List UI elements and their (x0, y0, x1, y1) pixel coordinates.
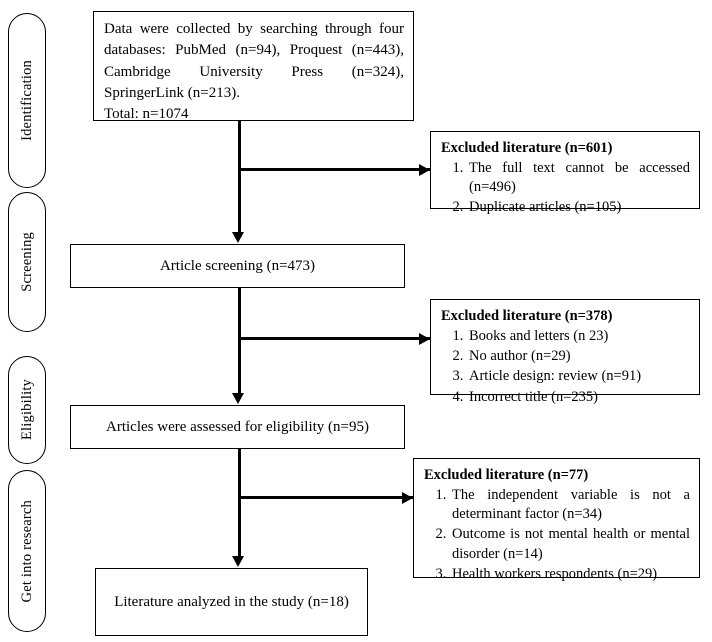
stage-pill-get-into-research: Get into research (8, 470, 46, 632)
excluded-1-list: The full text cannot be accessed (n=496)… (441, 159, 690, 218)
arrowhead-down-to-screening (232, 232, 244, 243)
stage-label-identification: Identification (18, 60, 35, 141)
arrowhead-down-to-included (232, 556, 244, 567)
excluded-1-item-1: The full text cannot be accessed (n=496) (467, 159, 690, 198)
excluded-3-item-1: The independent variable is not a determ… (450, 486, 690, 525)
excluded-1-title: Excluded literature (n=601) (441, 140, 613, 156)
box-eligibility-assessment: Articles were assessed for eligibility (… (70, 405, 405, 449)
excluded-2-item-1: Books and letters (n 23) (467, 327, 690, 346)
excluded-3-item-3: Health workers respondents (n=29) (450, 565, 690, 584)
connector-vertical-screening-to-eligibility (238, 288, 241, 394)
data-sources-total: Total: n=1074 (104, 106, 189, 123)
excluded-2-item-3: Article design: review (n=91) (467, 367, 690, 386)
literature-analyzed-label: Literature analyzed in the study (n=18) (114, 593, 349, 610)
excluded-2-title: Excluded literature (n=378) (441, 308, 613, 324)
connector-horizontal-to-excluded-1 (238, 168, 430, 171)
box-data-sources: Data were collected by searching through… (93, 11, 414, 122)
arrowhead-down-to-eligibility (232, 393, 244, 404)
box-excluded-literature-3: Excluded literature (n=77) The independe… (413, 458, 700, 582)
excluded-3-title: Excluded literature (n=77) (424, 467, 589, 483)
stage-label-get-into-research: Get into research (18, 499, 35, 603)
connector-vertical-eligibility-to-included (238, 449, 241, 557)
excluded-3-item-2: Outcome is not mental health or mental d… (450, 525, 690, 564)
stage-pill-identification: Identification (8, 13, 46, 188)
excluded-2-item-2: No author (n=29) (467, 347, 690, 366)
arrowhead-right-to-excluded-1 (419, 163, 430, 176)
connector-horizontal-to-excluded-3 (238, 496, 413, 499)
stage-pill-eligibility: Eligibility (8, 356, 46, 464)
excluded-2-list: Books and letters (n 23) No author (n=29… (441, 327, 690, 407)
box-excluded-literature-1: Excluded literature (n=601) The full tex… (430, 131, 700, 215)
stage-label-screening: Screening (18, 232, 35, 292)
box-article-screening: Article screening (n=473) (70, 244, 405, 288)
connector-horizontal-to-excluded-2 (238, 337, 430, 340)
excluded-1-item-2: Duplicate articles (n=105) (467, 198, 690, 217)
arrowhead-right-to-excluded-2 (419, 332, 430, 345)
article-screening-label: Article screening (n=473) (159, 257, 316, 274)
excluded-2-item-4: Incorrect title (n=235) (467, 388, 690, 407)
stage-label-eligibility: Eligibility (18, 379, 35, 441)
excluded-3-list: The independent variable is not a determ… (424, 486, 690, 584)
arrowhead-right-to-excluded-3 (402, 491, 413, 504)
data-sources-text: Data were collected by searching through… (104, 21, 404, 101)
box-excluded-literature-2: Excluded literature (n=378) Books and le… (430, 299, 700, 405)
eligibility-assessment-label: Articles were assessed for eligibility (… (106, 418, 369, 435)
connector-vertical-sources-to-screening (238, 121, 241, 233)
stage-pill-screening: Screening (8, 192, 46, 332)
box-literature-analyzed: Literature analyzed in the study (n=18) (95, 568, 368, 636)
